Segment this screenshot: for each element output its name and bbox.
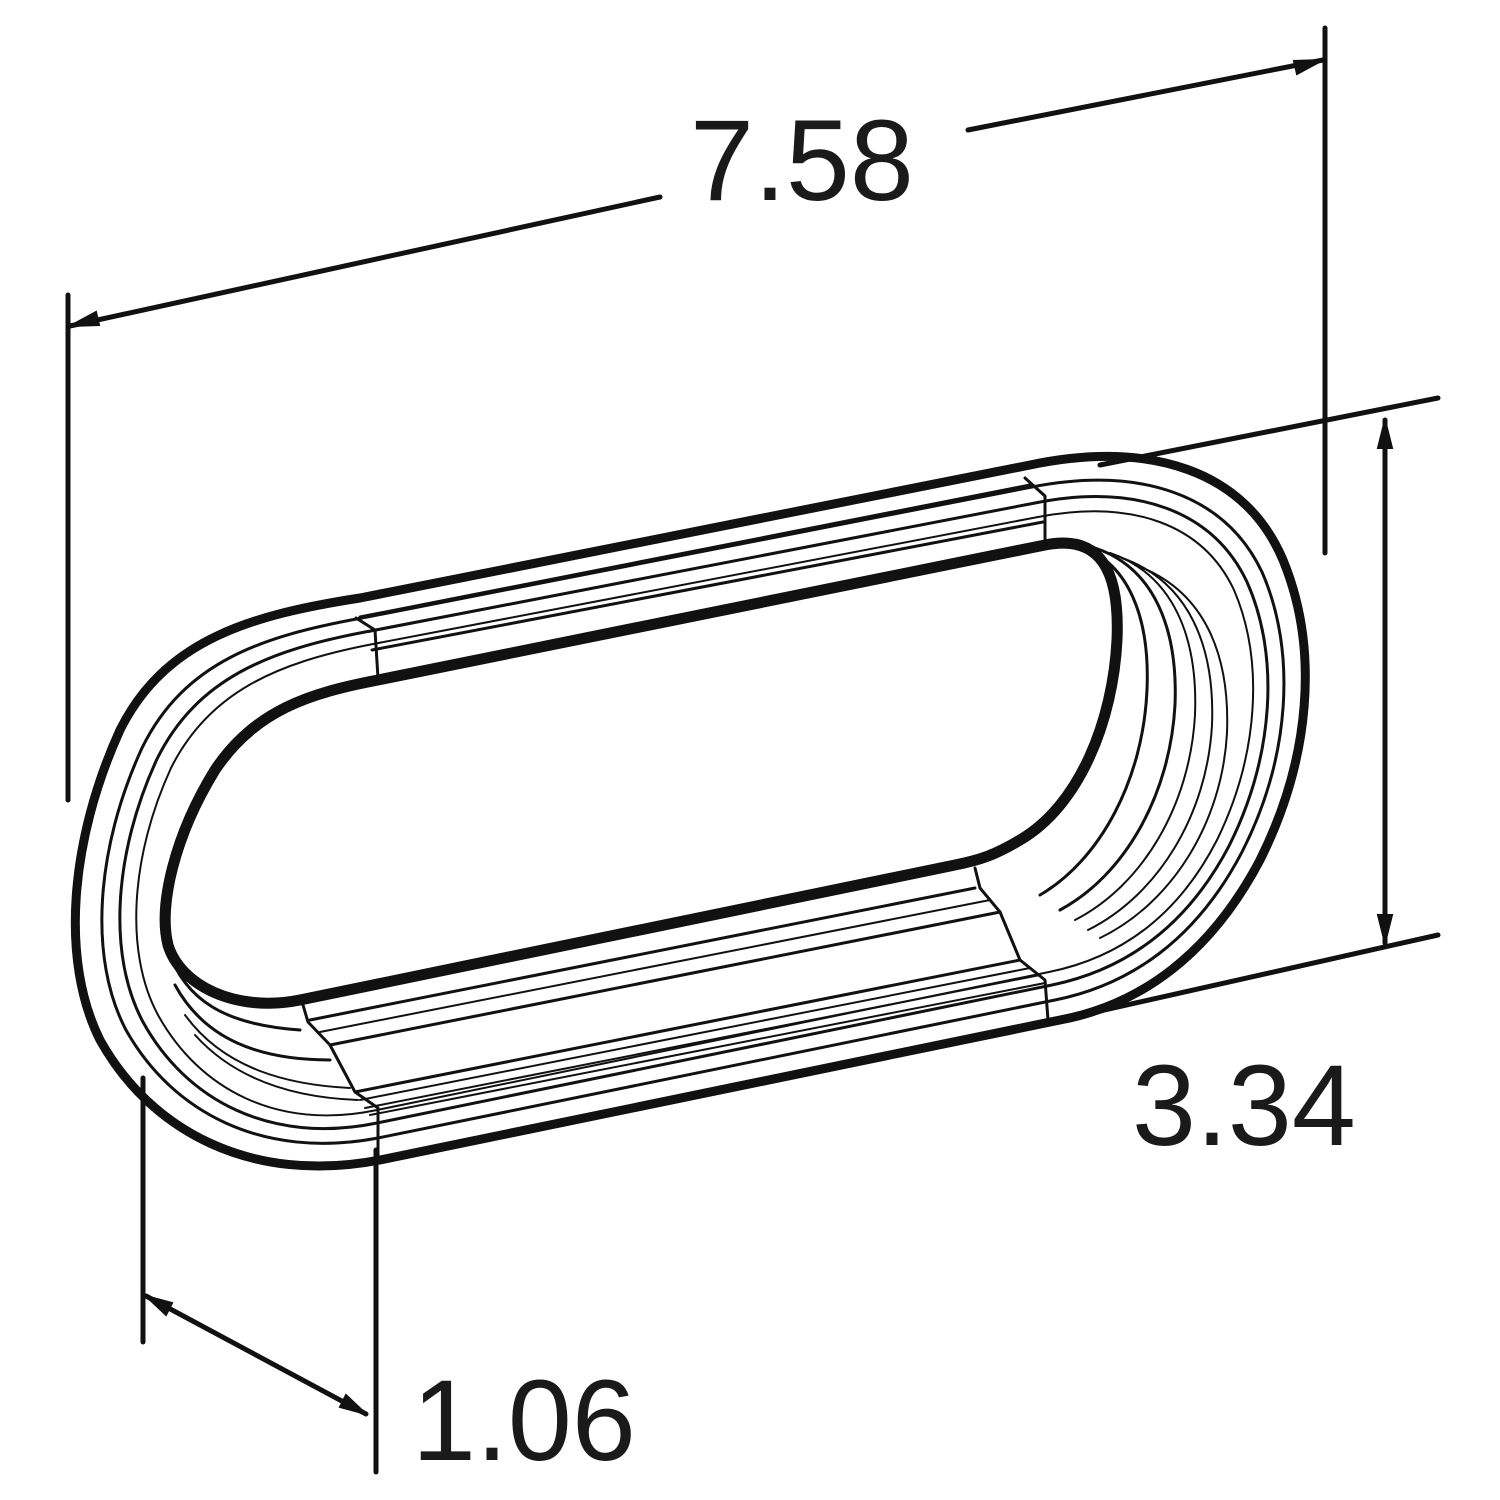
- inner-wall-1: [1038, 543, 1149, 897]
- length-arrow-right: [1292, 59, 1324, 76]
- inner-wall-left-1: [166, 948, 302, 1032]
- depth-dimension-line: [143, 1293, 369, 1417]
- bottom-section-line-2: [319, 899, 991, 1033]
- length-dimension-line-right: [965, 57, 1326, 133]
- bottom-section-line-4: [353, 958, 1022, 1094]
- top-section-line-3: [370, 520, 1045, 652]
- inner-wall-left-3: [184, 1014, 351, 1089]
- top-joint-right: [1023, 476, 1047, 547]
- bottom-section-line-6: [364, 974, 1041, 1109]
- height-extension-bottom: [1057, 932, 1441, 1023]
- dimension-height: 3.34: [1057, 395, 1441, 1170]
- inner-wall-5: [1099, 564, 1229, 939]
- top-section-line-2: [367, 502, 1036, 633]
- inner-wall-4: [1087, 557, 1214, 931]
- dimension-depth: 1.06: [140, 1075, 636, 1485]
- height-extension-top: [1097, 395, 1441, 468]
- top-joint-left: [354, 616, 380, 680]
- top-section-line-1: [358, 483, 1032, 619]
- depth-arrow-left: [145, 1295, 174, 1317]
- length-dimension-line-left: [67, 194, 663, 329]
- inner-wall-2: [1058, 546, 1177, 912]
- bottom-section-line-7: [369, 982, 1046, 1116]
- dimension-length: 7.58: [65, 25, 1328, 803]
- inner-wall-left-4: [194, 1034, 359, 1101]
- outer-rim: [70, 452, 1310, 1171]
- bottom-section-line-1: [308, 886, 977, 1022]
- bottom-joint-left: [301, 1003, 380, 1162]
- depth-label: 1.06: [412, 1357, 636, 1485]
- bottom-section-line-5: [359, 967, 1031, 1101]
- height-arrow-top: [1376, 419, 1394, 449]
- inner-opening: [159, 537, 1123, 1009]
- rim-ring-3: [135, 510, 1255, 1117]
- bottom-section-line-3: [328, 910, 1002, 1047]
- grommet-part: [70, 452, 1310, 1171]
- inner-wall-left-2: [173, 983, 332, 1062]
- height-label: 3.34: [1132, 1042, 1356, 1170]
- height-arrow-bottom: [1376, 914, 1394, 944]
- inner-wall-3: [1074, 552, 1197, 921]
- depth-arrow-right: [338, 1393, 367, 1415]
- bottom-joint-right: [973, 866, 1050, 1022]
- length-label: 7.58: [690, 97, 914, 225]
- length-arrow-left: [69, 310, 101, 327]
